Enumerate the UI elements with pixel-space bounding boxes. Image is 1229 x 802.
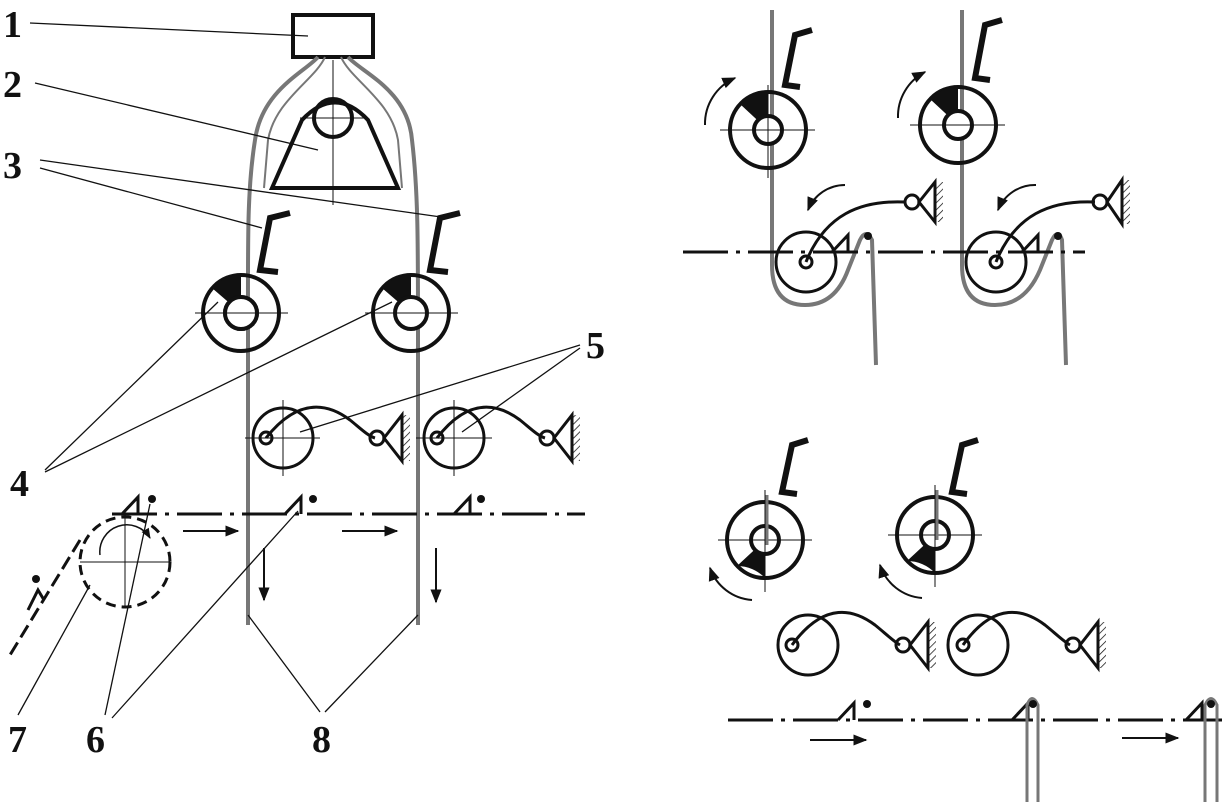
stage-bottom-right: [708, 437, 1222, 802]
label-3: 3: [3, 145, 22, 187]
carriage-1: [120, 493, 156, 516]
carriage-2: [283, 493, 317, 516]
spring-mechanism-right: [416, 400, 580, 476]
leader-lines: [17, 22, 581, 719]
label-5: 5: [586, 325, 605, 367]
label-1: 1: [3, 4, 22, 46]
hook-right: [426, 210, 461, 275]
top-block: [291, 13, 375, 59]
dashed-feed-line: [8, 539, 82, 656]
disc-right: [365, 273, 458, 353]
label-4: 4: [10, 463, 29, 505]
dashed-feed-carriage: [26, 586, 46, 611]
dashed-rotor: [78, 515, 172, 609]
carriage-3: [452, 493, 485, 516]
stage-top-right: [683, 10, 1130, 366]
label-7: 7: [8, 719, 27, 761]
label-6: 6: [86, 719, 105, 761]
label-8: 8: [312, 719, 331, 761]
label-2: 2: [3, 64, 22, 106]
spring-mechanism-left: [245, 400, 410, 476]
disc-left: [195, 273, 288, 353]
trapezoid-body: [268, 60, 402, 205]
hook-left: [256, 210, 291, 275]
